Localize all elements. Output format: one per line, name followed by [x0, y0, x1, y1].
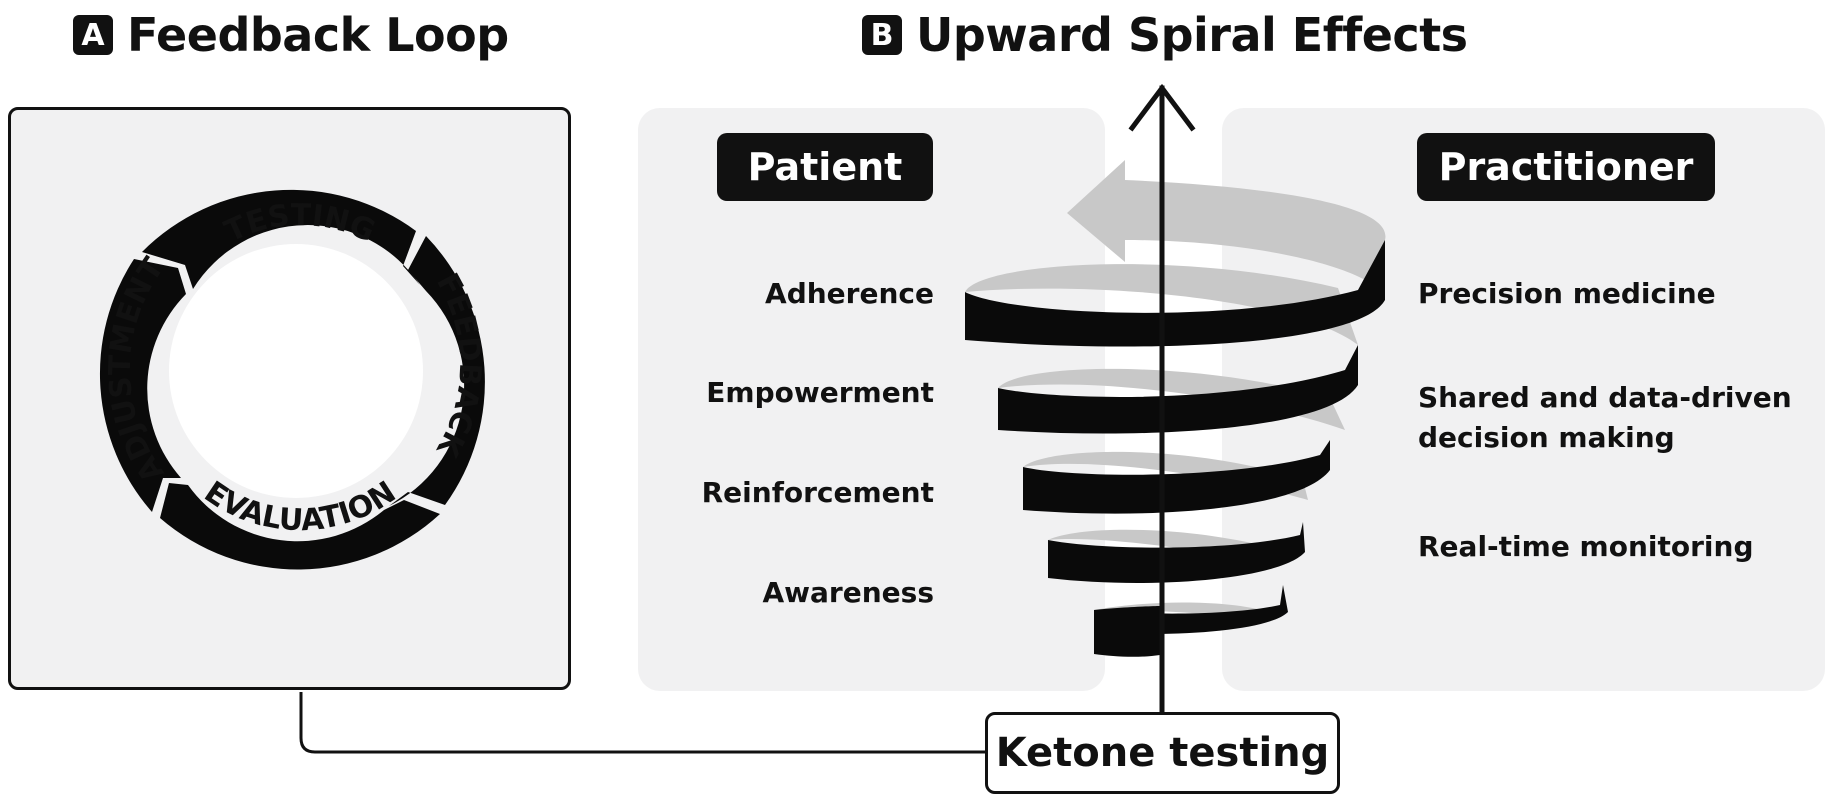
patient-item-awareness: Awareness — [762, 576, 935, 609]
panel-b-letter: B — [862, 15, 902, 55]
cycle-segment-feedback — [389, 236, 485, 506]
practitioner-item-shared-decision: Shared and data-driven decision making — [1418, 378, 1792, 458]
panel-a-header: A Feedback Loop — [73, 8, 509, 62]
practitioner-item-shared-line1: Shared and data-driven — [1418, 381, 1792, 414]
cycle-segment-adjustment — [99, 259, 186, 512]
upward-arrow — [1128, 83, 1196, 715]
spiral-band-1 — [965, 240, 1385, 347]
cycle-segment-testing — [142, 189, 420, 289]
ketone-testing-box: Ketone testing — [985, 712, 1340, 794]
panel-b-header: B Upward Spiral Effects — [862, 8, 1468, 62]
practitioner-item-shared-line2: decision making — [1418, 421, 1675, 454]
feedback-cycle-diagram: TESTING FEEDBACK EVALUATION ADJUSTMENT — [99, 189, 487, 570]
patient-item-adherence: Adherence — [765, 277, 934, 310]
panel-a-letter: A — [73, 15, 113, 55]
practitioner-item-precision-medicine: Precision medicine — [1418, 277, 1716, 310]
cycle-center — [169, 244, 423, 498]
spiral-band-6 — [1094, 606, 1160, 657]
cycle-ring — [99, 189, 485, 570]
patient-heading: Patient — [717, 133, 933, 201]
spiral-front — [965, 240, 1385, 657]
spiral-band-4 — [1048, 522, 1305, 583]
panel-b-title: Upward Spiral Effects — [916, 8, 1468, 62]
patient-item-reinforcement: Reinforcement — [701, 476, 934, 509]
panel-a-title: Feedback Loop — [127, 8, 509, 62]
practitioner-item-realtime-monitoring: Real-time monitoring — [1418, 530, 1754, 563]
spiral-band-3 — [1023, 440, 1330, 514]
spiral-back — [965, 160, 1386, 620]
patient-item-empowerment: Empowerment — [706, 376, 934, 409]
practitioner-heading: Practitioner — [1417, 133, 1715, 201]
spiral-band-2 — [998, 345, 1358, 434]
cycle-segment-evaluation — [160, 483, 440, 570]
